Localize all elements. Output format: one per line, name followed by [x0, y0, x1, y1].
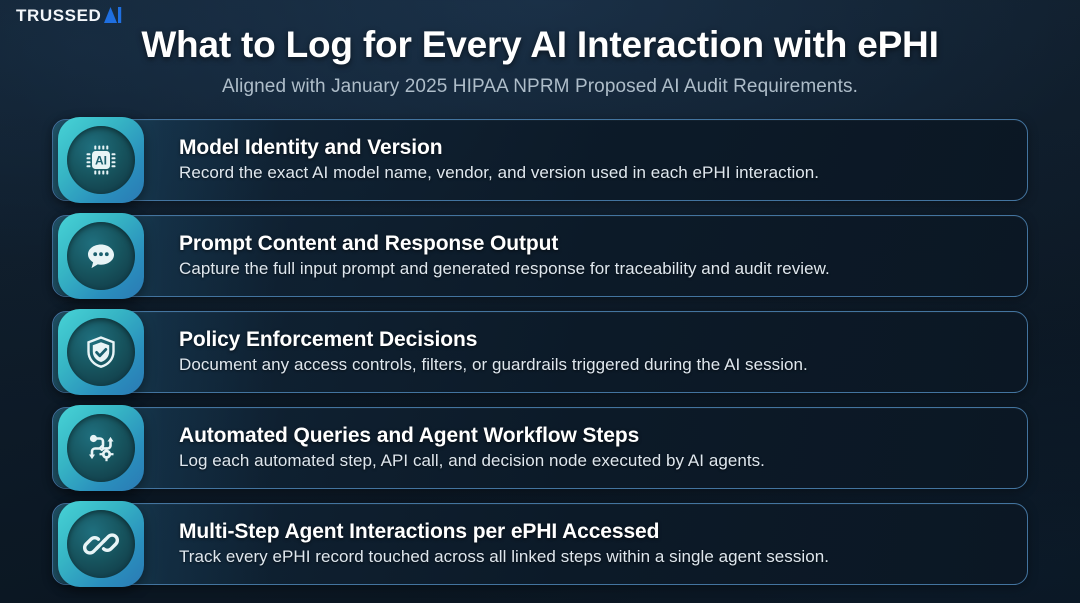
workflow-gear-icon	[67, 414, 135, 482]
requirement-card-list: AI	[52, 117, 1028, 587]
ai-monogram-icon	[102, 6, 122, 24]
requirement-card[interactable]: Policy Enforcement Decisions Document an…	[52, 309, 1028, 395]
card-text-block: Policy Enforcement Decisions Document an…	[179, 327, 826, 377]
slide-header: What to Log for Every AI Interaction wit…	[0, 22, 1080, 100]
ai-chip-icon: AI	[67, 126, 135, 194]
card-title: Automated Queries and Agent Workflow Ste…	[179, 424, 640, 447]
card-icon-tile	[58, 213, 144, 299]
card-text-block: Prompt Content and Response Output Captu…	[179, 231, 848, 281]
shield-check-icon	[67, 318, 135, 386]
svg-text:AI: AI	[95, 154, 107, 168]
card-description: Document any access controls, filters, o…	[179, 355, 808, 374]
requirement-card[interactable]: Multi-Step Agent Interactions per ePHI A…	[52, 501, 1028, 587]
card-text-block: Multi-Step Agent Interactions per ePHI A…	[179, 519, 847, 569]
page-subtitle: Aligned with January 2025 HIPAA NPRM Pro…	[222, 76, 858, 97]
card-icon-tile	[58, 309, 144, 395]
card-title: Model Identity and Version	[179, 136, 443, 159]
brand-wordmark: TRUSSED	[16, 5, 102, 25]
requirement-card[interactable]: AI	[52, 117, 1028, 203]
card-description: Log each automated step, API call, and d…	[179, 451, 765, 470]
card-title: Prompt Content and Response Output	[179, 232, 559, 255]
chat-bubble-icon	[67, 222, 135, 290]
card-text-block: Automated Queries and Agent Workflow Ste…	[179, 423, 783, 473]
card-description: Capture the full input prompt and genera…	[179, 259, 830, 278]
card-title: Multi-Step Agent Interactions per ePHI A…	[179, 520, 660, 543]
card-text-block: Model Identity and Version Record the ex…	[179, 135, 837, 185]
card-title: Policy Enforcement Decisions	[179, 328, 478, 351]
requirement-card[interactable]: Automated Queries and Agent Workflow Ste…	[52, 405, 1028, 491]
card-icon-tile: AI	[58, 117, 144, 203]
card-icon-tile	[58, 501, 144, 587]
requirement-card[interactable]: Prompt Content and Response Output Captu…	[52, 213, 1028, 299]
brand-logo: TRUSSED	[16, 6, 122, 24]
card-description: Record the exact AI model name, vendor, …	[179, 163, 820, 182]
chain-link-icon	[67, 510, 135, 578]
card-description: Track every ePHI record touched across a…	[179, 547, 829, 566]
page-title: What to Log for Every AI Interaction wit…	[141, 24, 939, 65]
card-icon-tile	[58, 405, 144, 491]
